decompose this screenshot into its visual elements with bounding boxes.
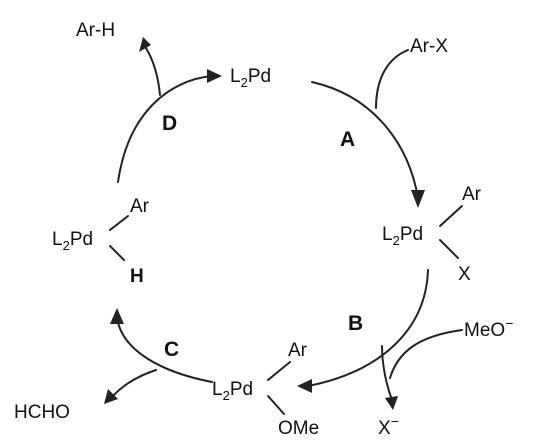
- halide-label: X−: [378, 413, 399, 439]
- step-d-label: D: [162, 112, 177, 135]
- methoxide-entry-curve: [389, 329, 463, 379]
- arene-exit-arrowhead: [139, 37, 151, 52]
- methoxide-complex-bond-down: [267, 395, 285, 415]
- arc-step-a: [311, 81, 419, 199]
- arrowhead-step-a: [411, 190, 425, 208]
- step-a-label: A: [340, 128, 355, 151]
- hydride-complex-metal-label: L2Pd: [52, 229, 93, 253]
- hydride-complex-aryl-label: Ar: [130, 196, 150, 217]
- oxidative-adduct-metal-label: L2Pd: [382, 224, 423, 248]
- aryl-halide-entry-curve: [375, 49, 409, 109]
- methoxide-complex-methoxy-label: OMe: [278, 418, 319, 439]
- step-b-label: B: [348, 312, 363, 335]
- oxidative-adduct-aryl-label: Ar: [462, 184, 482, 205]
- oxidative-adduct-bond-down: [439, 239, 459, 259]
- aryl-halide-label: Ar-X: [410, 36, 448, 57]
- arc-step-b: [307, 269, 429, 387]
- methoxide-label: MeO−: [464, 315, 513, 341]
- formaldehyde-exit-arrowhead: [104, 389, 118, 404]
- arc-step-c: [116, 317, 213, 383]
- methoxide-complex-aryl-label: Ar: [288, 340, 308, 361]
- oxidative-adduct-halide-label: X: [458, 264, 471, 285]
- hydride-complex: L2Pd Ar H: [52, 196, 150, 287]
- methoxide-complex: L2Pd Ar OMe: [212, 340, 319, 439]
- halide-exit-curve: [381, 345, 393, 401]
- arrowhead-step-b: [297, 379, 312, 393]
- hydride-complex-bond-down: [109, 245, 125, 261]
- arene-label: Ar-H: [76, 20, 115, 41]
- arene-exit-curve: [145, 47, 161, 96]
- step-c-label: C: [164, 338, 179, 361]
- formaldehyde-exit-curve: [112, 369, 157, 397]
- arrowhead-step-c: [110, 308, 124, 324]
- methoxide-complex-bond-up: [267, 361, 291, 381]
- catalyst-label: L2Pd: [230, 66, 271, 90]
- methoxide-complex-metal-label: L2Pd: [212, 379, 253, 403]
- halide-exit-arrowhead: [385, 396, 398, 410]
- hydride-complex-hydride-label: H: [130, 266, 144, 287]
- arrowhead-step-d: [207, 69, 222, 83]
- oxidative-adduct-bond-up: [439, 205, 463, 227]
- hydride-complex-bond-up: [109, 215, 129, 231]
- oxidative-adduct-complex: L2Pd Ar X: [382, 184, 482, 285]
- formaldehyde-label: HCHO: [14, 402, 70, 423]
- arc-step-d: [117, 75, 213, 183]
